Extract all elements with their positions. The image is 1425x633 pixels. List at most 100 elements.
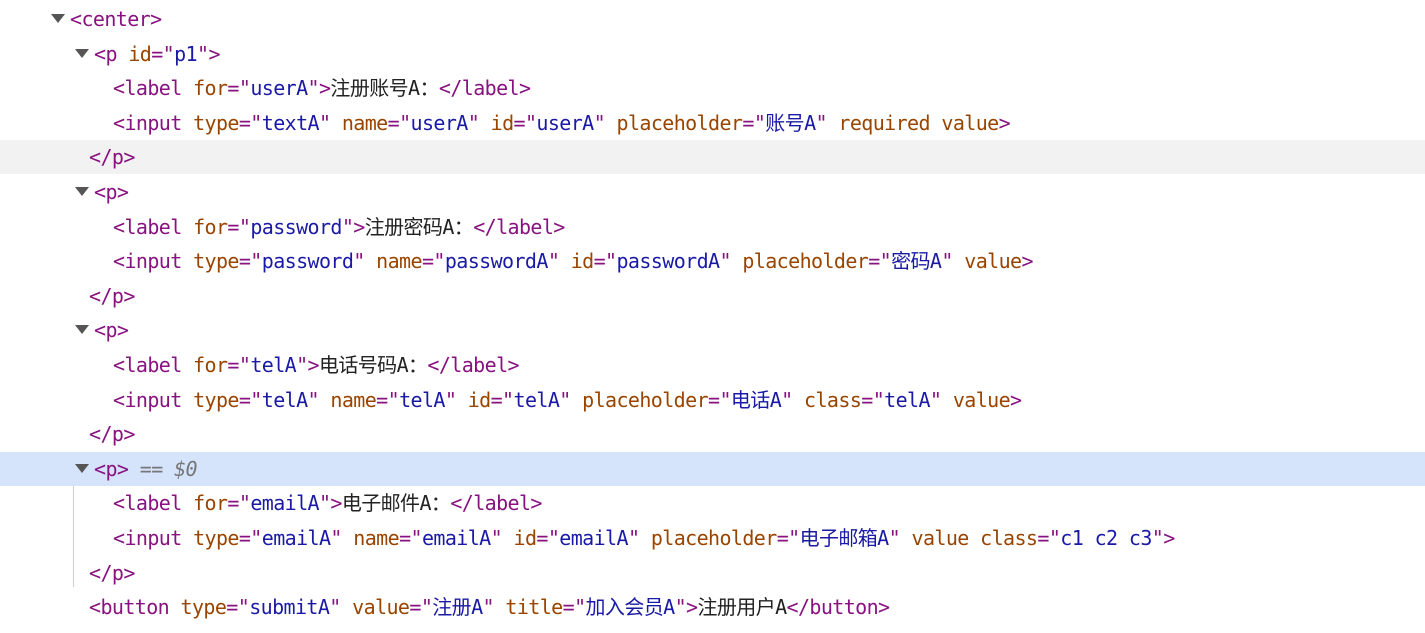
code-token: </label> [450,491,542,516]
dom-node-row[interactable]: <input type="password" name="passwordA" … [0,244,1425,278]
code-token: > [1010,387,1022,412]
code-token: =" [151,41,175,66]
dom-node-row[interactable]: <label for="password">注册密码A：</label> [0,210,1425,244]
code-token: 电话A [730,387,782,412]
code-token: =" [562,595,586,620]
code-token: telA [399,387,445,412]
code-token: </label> [473,214,565,239]
dom-node-row[interactable]: </p> [0,556,1425,590]
dom-node-row[interactable]: <label for="userA">注册账号A：</label> [0,71,1425,105]
code-token: " [815,110,839,135]
code-token: value [952,387,1011,412]
code-token: " [941,249,965,274]
code-token: name [353,526,400,550]
dom-node-row[interactable]: <input type="textA" name="userA" id="use… [0,106,1425,140]
code-token: =" [421,249,445,274]
dom-node-row[interactable]: <input type="emailA" name="emailA" id="e… [0,521,1425,555]
code-token: 密码A [891,249,942,274]
code-token: > [998,110,1011,135]
expand-triangle-icon[interactable] [75,187,89,196]
code-token: =" [227,76,251,101]
code-token: telA [261,387,308,412]
code-token: passwordA [444,249,549,274]
dom-node-row[interactable]: </p> [0,279,1425,313]
expand-triangle-icon[interactable] [75,48,89,58]
code-token: placeholder [582,387,709,412]
code-token: 电子邮件A： [341,491,451,516]
dom-node-row[interactable]: </p> [0,140,1425,175]
code-token: =" [226,595,250,620]
code-token: =" [708,387,731,412]
code-token: " [627,526,651,550]
code-token: </label> [427,353,519,377]
code-token: <p> [94,456,129,481]
code-token: name [330,387,377,412]
code-token: telA [513,387,560,412]
code-token: =" [227,214,251,239]
code-token: placeholder [650,526,777,550]
code-token: id [128,41,152,66]
code-token: " [318,110,342,135]
code-token: =" [227,491,251,516]
dom-node-row[interactable]: <p> [0,175,1425,209]
code-token: required value [838,110,999,135]
code-token: 电话号码A： [318,353,428,377]
dom-node-row[interactable]: </p> [0,417,1425,451]
code-token: =" [868,249,892,274]
code-token: id [467,387,491,412]
code-token: 电子邮箱A [799,526,890,550]
dom-node-row[interactable]: <label for="emailA">电子邮件A：</label> [0,486,1425,520]
code-token: name [341,110,388,135]
code-token: placeholder [742,249,869,274]
code-token: placeholder [616,110,743,135]
code-token: " [467,110,491,135]
code-token: type [193,110,239,135]
node-markup: <input type="password" name="passwordA" … [113,244,1034,278]
dom-node-row[interactable]: <p> == $0 [0,451,1425,486]
code-token: =" [1037,526,1061,550]
code-token: password [250,214,342,239]
code-token: =" [227,353,251,377]
code-token: =" [238,387,262,412]
code-token: 账号A [765,110,816,135]
code-token: "> [318,491,342,516]
expand-triangle-icon[interactable] [75,325,89,335]
code-token: for [193,491,228,516]
code-token: == $0 [128,456,198,481]
code-token: for [193,76,228,101]
code-token: " [781,387,805,412]
code-token: 注册A [432,595,483,620]
node-markup: <p id="p1"> [94,37,220,71]
code-token: 注册用户A [697,595,787,620]
code-token: " [490,526,514,550]
code-token: </button> [786,595,891,620]
code-token: =" [593,249,617,274]
dom-node-row[interactable]: <input type="telA" name="telA" id="telA"… [0,383,1425,417]
node-markup: <p> [94,313,129,347]
dom-node-row[interactable]: <p> [0,313,1425,347]
expand-triangle-icon[interactable] [75,463,89,473]
node-markup: <label for="password">注册密码A：</label> [113,210,565,244]
code-token: " [929,387,953,412]
code-token: </p> [89,422,135,447]
code-token: type [180,595,227,620]
expand-triangle-icon[interactable] [51,14,65,23]
dom-node-row[interactable]: <label for="telA">电话号码A：</label> [0,348,1425,382]
code-token: =" [238,249,262,274]
code-token: " [329,595,353,620]
dom-node-row[interactable]: <center> [0,2,1425,36]
code-token: =" [238,526,262,550]
code-token: userA [410,110,469,135]
code-token: =" [238,110,262,135]
code-token: title [505,595,563,620]
code-token: password [261,249,354,274]
dom-node-row[interactable]: <p id="p1"> [0,37,1425,71]
code-token: <input [113,387,194,412]
dom-node-row[interactable]: <button type="submitA" value="注册A" title… [0,590,1425,624]
code-token: <input [113,110,194,135]
code-token: passwordA [616,249,720,274]
code-token: "> [674,595,698,620]
code-token: <p> [94,318,129,343]
code-token: emailA [261,526,331,550]
